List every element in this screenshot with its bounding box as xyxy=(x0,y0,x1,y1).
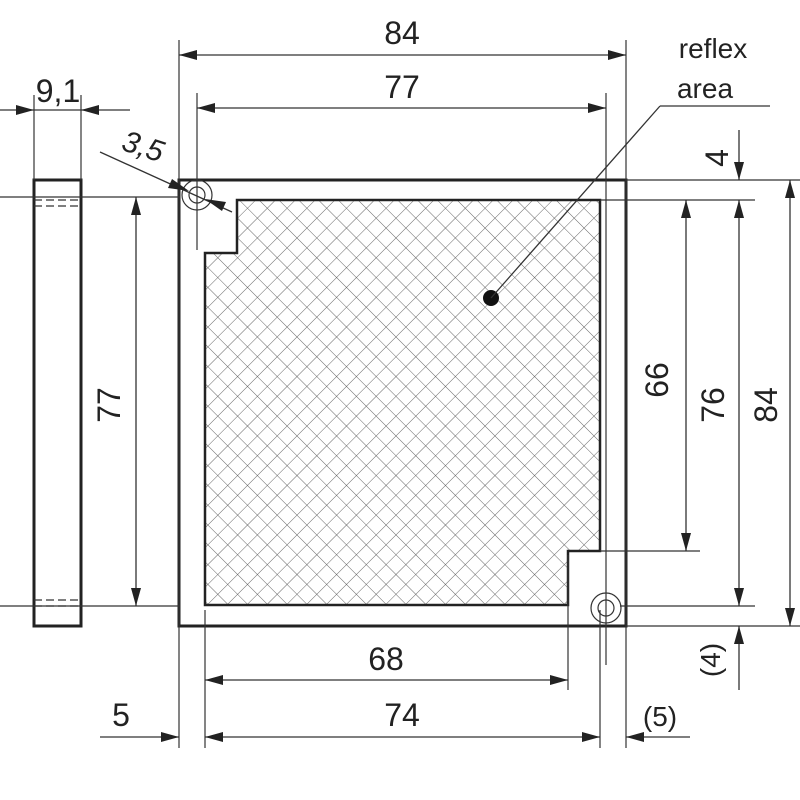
side-view-body xyxy=(32,178,83,628)
reflex-area-label-line1: reflex xyxy=(679,33,747,64)
side-thickness-label: 9,1 xyxy=(36,73,80,109)
hole-pitch-horizontal-label: 77 xyxy=(384,69,420,105)
dimension-lines xyxy=(0,50,795,742)
top-margin-label: 4 xyxy=(699,149,735,167)
front-view xyxy=(177,178,628,628)
side-view xyxy=(32,178,83,628)
extension-lines xyxy=(0,40,800,748)
inner-width-label: 74 xyxy=(384,697,420,733)
left-margin-label: 5 xyxy=(112,697,130,733)
reflex-width-label: 68 xyxy=(368,641,404,677)
bottom-margin-label: (4) xyxy=(695,643,726,677)
reflex-area xyxy=(203,198,602,607)
right-margin-label: (5) xyxy=(643,701,677,732)
reflex-height-label: 66 xyxy=(639,362,675,398)
overall-height-label: 84 xyxy=(748,387,784,423)
hole-pitch-vertical-label: 77 xyxy=(91,387,127,423)
overall-width-label: 84 xyxy=(384,15,420,51)
hole-diameter-label: 3,5 xyxy=(118,125,168,169)
reflex-area-label-line2: area xyxy=(677,73,733,104)
inner-height-label: 76 xyxy=(695,387,731,423)
